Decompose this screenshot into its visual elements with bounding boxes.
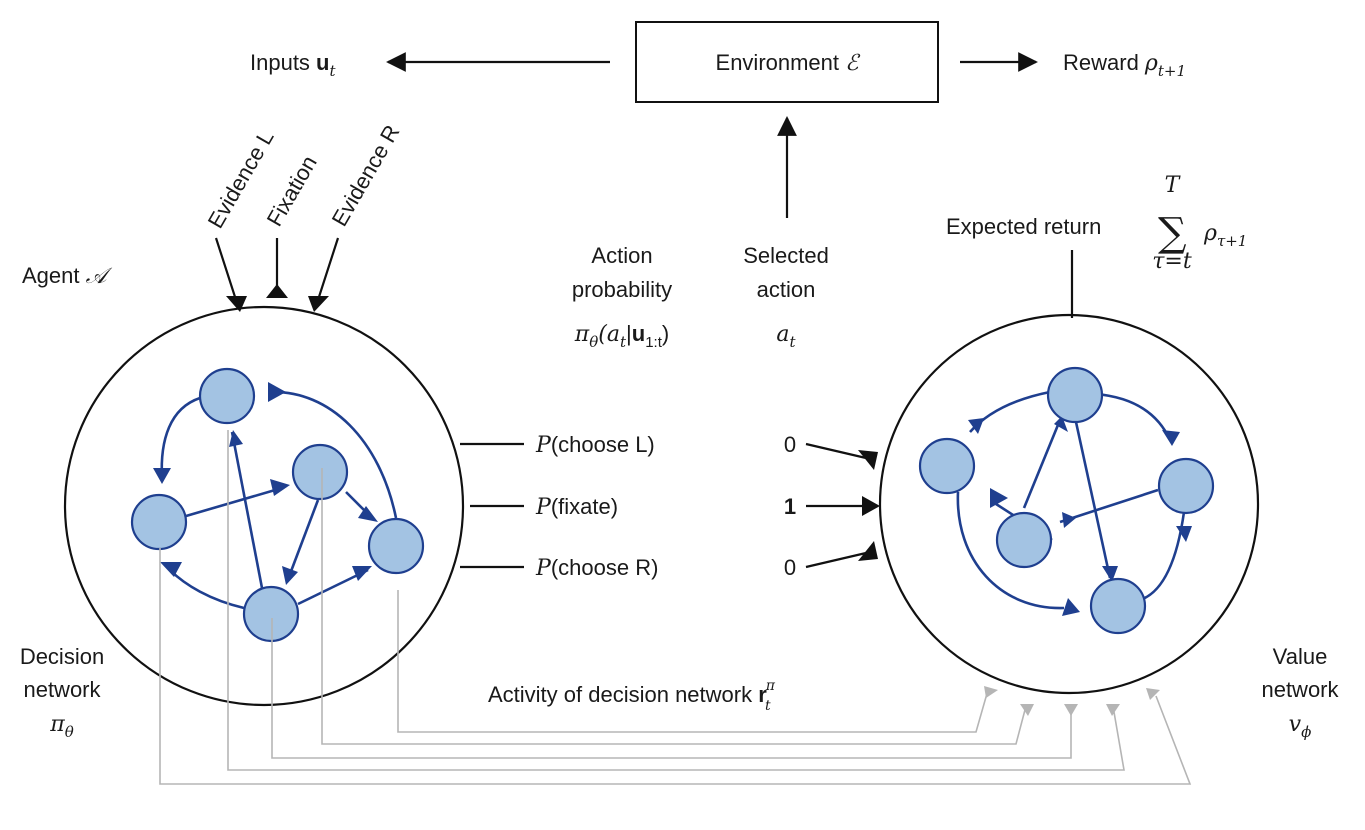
decision-node (130, 493, 188, 551)
value-network-circle (878, 313, 1260, 695)
decision-edge-head (358, 506, 378, 522)
output-value-fixate: 1 (784, 494, 796, 519)
value-node (995, 511, 1053, 569)
value-input-head (858, 450, 878, 470)
action-probability-line1: Action (591, 243, 652, 268)
value-input-line-choose-l (805, 442, 867, 460)
value-network-line2: network (1261, 677, 1339, 702)
activity-connector (321, 468, 1027, 745)
input-line-evidence-l (214, 237, 238, 301)
value-edge (956, 491, 1065, 610)
value-edge (1095, 392, 1172, 441)
decision-network-circle (63, 305, 465, 707)
selected-action-symbol: at (776, 322, 796, 351)
value-network-line1: Value (1273, 644, 1328, 669)
decision-edge (269, 390, 398, 519)
activity-connector-head (1146, 688, 1160, 700)
decision-network-line1: Decision (20, 644, 104, 669)
value-network-symbol: vϕ (1289, 712, 1312, 741)
value-edge-head (1054, 416, 1068, 432)
sum-symbol: ∑ (1158, 210, 1187, 256)
output-value-choose-r: 0 (784, 555, 796, 580)
decision-edge (160, 396, 201, 479)
environment-box (635, 21, 939, 103)
value-edge (1074, 421, 1112, 579)
value-edge (969, 390, 1051, 433)
value-edge-head (1162, 430, 1180, 446)
decision-edge (230, 431, 264, 589)
activity-connector (397, 590, 989, 733)
input-head-evidence-r (308, 296, 329, 312)
activity-connector-head (1106, 704, 1120, 716)
value-edge-head (1062, 512, 1076, 528)
fixation-label: Fixation (262, 151, 322, 230)
decision-edge (288, 499, 320, 575)
activity-connector-head (984, 686, 998, 698)
value-edge (1059, 488, 1159, 524)
value-node (1157, 457, 1215, 515)
inputs-label: Inputs ut (250, 50, 337, 80)
reward-label: Reward ρt+1 (1063, 50, 1186, 80)
sum-lower: τ=t (1152, 249, 1192, 274)
sum-upper: T (1165, 173, 1182, 198)
activity-connectors (159, 430, 1192, 785)
value-node (1089, 577, 1147, 635)
output-choose-r: P(choose R) (535, 555, 658, 581)
decision-edge (169, 569, 245, 610)
activity-connector-head (1064, 704, 1078, 716)
value-edge (1022, 419, 1062, 509)
decision-edge-head (282, 566, 298, 585)
value-node (918, 437, 976, 495)
output-fixate: P(fixate) (535, 494, 618, 520)
decision-edge-head (352, 566, 372, 581)
input-head-fixation (266, 284, 288, 298)
selected-action-line2: action (757, 277, 816, 302)
decision-network-symbol: πθ (49, 712, 74, 741)
decision-node (367, 517, 425, 575)
agent-label: Agent 𝒜 (22, 263, 113, 289)
decision-node (291, 443, 349, 501)
decision-edge (185, 486, 283, 518)
value-input-head (858, 541, 878, 561)
value-edge-head (1176, 526, 1192, 542)
input-line-evidence-r (316, 237, 340, 301)
activity-connector (227, 430, 1125, 771)
value-input-head (862, 496, 880, 516)
evidence-r-label: Evidence R (327, 121, 405, 231)
value-edge (1139, 511, 1186, 602)
decision-edge-head (229, 430, 243, 447)
decision-edge-head (270, 479, 290, 496)
value-edge-head (968, 418, 984, 434)
output-value-choose-l: 0 (784, 432, 796, 457)
decision-network-line2: network (23, 677, 101, 702)
value-input-line-choose-r (805, 551, 867, 569)
environment-label: Environment ℰ (716, 50, 862, 76)
decision-node (198, 367, 256, 425)
activity-connector (271, 618, 1072, 759)
action-probability-line2: probability (572, 277, 672, 302)
selected-action-line1: Selected (743, 243, 829, 268)
expected-return-label: Expected return (946, 214, 1101, 239)
decision-edge-head (153, 468, 171, 484)
value-edge-head (990, 488, 1008, 508)
activity-connector (159, 548, 1192, 785)
expected-return-rho: ρτ+1 (1203, 221, 1247, 250)
value-node (1046, 366, 1104, 424)
decision-edge-head (268, 382, 286, 402)
decision-edge-head (160, 562, 182, 577)
value-edge-head (1102, 566, 1118, 582)
output-choose-l: P(choose L) (535, 432, 655, 458)
decision-node (242, 585, 300, 643)
value-edge-head (1062, 598, 1080, 616)
activity-connector-head (1020, 704, 1034, 716)
action-probability-formula: πθ(at|u1:t) (574, 321, 669, 351)
